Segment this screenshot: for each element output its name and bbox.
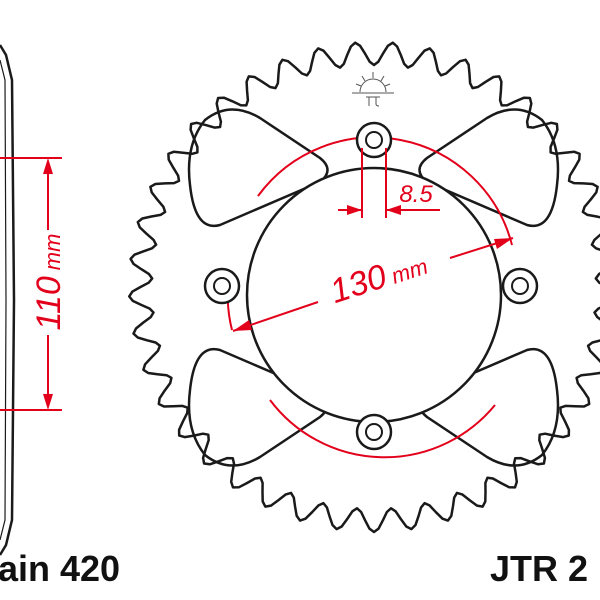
bolt-circle-arc-bottom [269,399,496,459]
cutout-bottom-right [418,347,560,467]
bolt-hole-value: 8.5 [399,181,433,208]
sprocket-front-view [127,41,600,534]
bolt-hole-right [501,267,539,305]
cutout-bottom-left [187,347,329,467]
side-dimension-unit: mm [40,234,65,271]
side-dimension-value: 110 [30,276,68,330]
chain-size-label: ain 420 [0,548,121,589]
sprocket-side-view [0,44,16,556]
bolt-hole-left [203,267,241,305]
arrow-head-bottom [43,394,53,410]
arrow-head-top [43,158,53,174]
cutout-top-left [187,108,329,228]
bolt-circle-arc-top [257,136,513,246]
cutout-top-right [418,108,560,228]
bolt-hole-dimension: 8.5 [338,148,440,218]
part-number-label: JTR 2 [490,548,589,589]
bolt-hole-bottom [355,413,393,451]
bolt-hole-top [355,121,393,159]
svg-text:110mm: 110 mm [30,234,68,331]
side-dimension: 110 mm [0,157,68,411]
jt-logo-icon [352,72,394,107]
